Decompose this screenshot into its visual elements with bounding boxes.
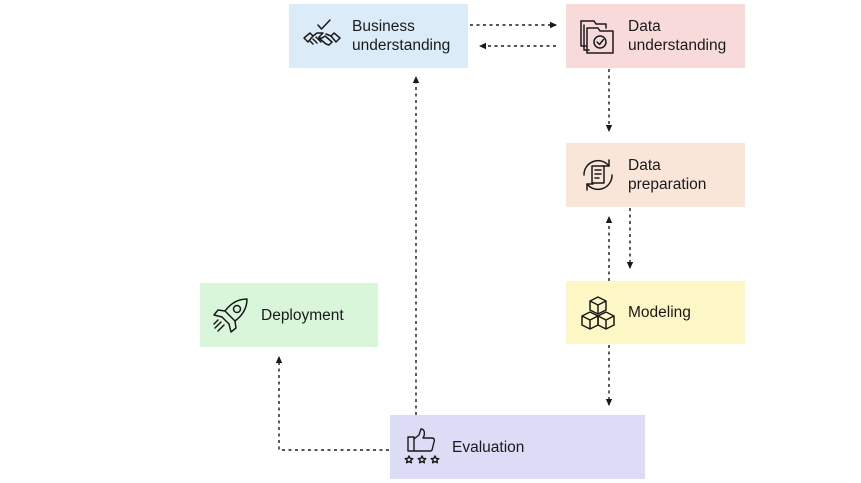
cubes-icon	[581, 295, 615, 330]
arrow-evaluation-to-deployment	[275, 356, 389, 451]
thumbs-up-stars-icon	[404, 428, 440, 464]
node-deployment: Deployment	[200, 283, 378, 347]
node-business-understanding: Business understanding	[289, 4, 468, 68]
rocket-icon	[213, 298, 248, 333]
node-business-understanding-label: Business understanding	[352, 18, 451, 54]
node-evaluation-label: Evaluation	[452, 438, 525, 456]
node-evaluation: Evaluation	[390, 415, 645, 479]
document-cycle-icon	[583, 159, 613, 191]
node-data-understanding: Data understanding	[566, 4, 745, 68]
node-modeling-label: Modeling	[628, 304, 691, 321]
node-data-preparation-label: Data preparation	[628, 157, 707, 193]
handshake-check-icon	[303, 19, 341, 46]
node-data-understanding-label: Data understanding	[628, 18, 727, 54]
node-data-preparation: Data preparation	[566, 143, 745, 207]
node-deployment-label: Deployment	[261, 306, 344, 324]
document-check-icon	[580, 20, 614, 54]
node-modeling: Modeling	[566, 281, 745, 344]
